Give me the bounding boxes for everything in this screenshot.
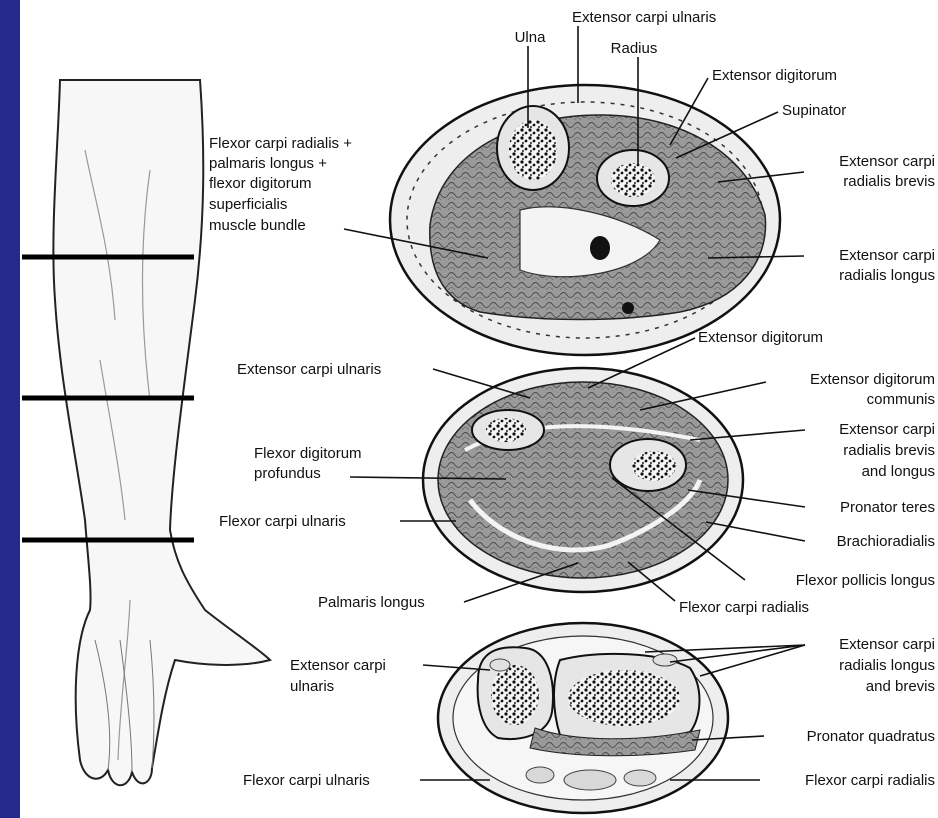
label-s2-flexor-carpi-ulnaris: Flexor carpi ulnaris bbox=[219, 513, 346, 530]
label-s1-supinator: Supinator bbox=[782, 102, 846, 119]
label-s1-flexor-bundle-5: muscle bundle bbox=[209, 217, 306, 234]
label-s1-flexor-bundle-4: superficialis bbox=[209, 196, 287, 213]
label-s2-extensor-carpi-ulnaris: Extensor carpi ulnaris bbox=[237, 361, 381, 378]
label-s1-ecr-longus-1: Extensor carpi bbox=[839, 247, 935, 264]
label-s1-radius: Radius bbox=[611, 40, 658, 57]
label-s2-ecr-2: radialis brevis bbox=[843, 442, 935, 459]
label-s2-flexor-carpi-radialis: Flexor carpi radialis bbox=[679, 599, 809, 616]
label-s2-edc-1: Extensor digitorum bbox=[810, 371, 935, 388]
label-s2-edc-2: communis bbox=[867, 391, 935, 408]
label-s1-ecr-brevis-2: radialis brevis bbox=[843, 173, 935, 190]
label-s3-flexor-carpi-radialis: Flexor carpi radialis bbox=[805, 772, 935, 789]
label-s1-ulna: Ulna bbox=[515, 29, 547, 46]
label-s2-ecr-1: Extensor carpi bbox=[839, 421, 935, 438]
cross-section-middle bbox=[423, 368, 743, 592]
label-s1-flexor-bundle-3: flexor digitorum bbox=[209, 175, 312, 192]
label-s3-ecu-2: ulnaris bbox=[290, 678, 334, 695]
label-s2-brachioradialis: Brachioradialis bbox=[837, 533, 935, 550]
cross-section-upper bbox=[390, 85, 780, 355]
label-s3-pronator-quadratus: Pronator quadratus bbox=[807, 728, 935, 745]
label-s1-flexor-bundle-2: palmaris longus + bbox=[209, 155, 327, 172]
label-s1-ecr-longus-2: radialis longus bbox=[839, 267, 935, 284]
label-s2-fdp-2: profundus bbox=[254, 465, 321, 482]
label-s3-ecr-3: and brevis bbox=[866, 678, 935, 695]
label-s2-ecr-3: and longus bbox=[862, 463, 935, 480]
label-s3-flexor-carpi-ulnaris: Flexor carpi ulnaris bbox=[243, 772, 370, 789]
label-s2-fdp-1: Flexor digitorum bbox=[254, 445, 362, 462]
label-s1-ecr-brevis-1: Extensor carpi bbox=[839, 153, 935, 170]
label-s1-flexor-bundle-1: Flexor carpi radialis + bbox=[209, 135, 352, 152]
label-s3-ecr-2: radialis longus bbox=[839, 657, 935, 674]
label-s3-ecu-1: Extensor carpi bbox=[290, 657, 386, 674]
label-s1-extensor-digitorum: Extensor digitorum bbox=[712, 67, 837, 84]
label-s2-palmaris-longus: Palmaris longus bbox=[318, 594, 425, 611]
label-s1-extensor-carpi-ulnaris: Extensor carpi ulnaris bbox=[572, 9, 716, 26]
label-s2-extensor-digitorum: Extensor digitorum bbox=[698, 329, 823, 346]
label-s3-ecr-1: Extensor carpi bbox=[839, 636, 935, 653]
cross-section-lower bbox=[438, 623, 728, 813]
label-s2-pronator-teres: Pronator teres bbox=[840, 499, 935, 516]
label-s2-flexor-pollicis-longus: Flexor pollicis longus bbox=[796, 572, 935, 589]
